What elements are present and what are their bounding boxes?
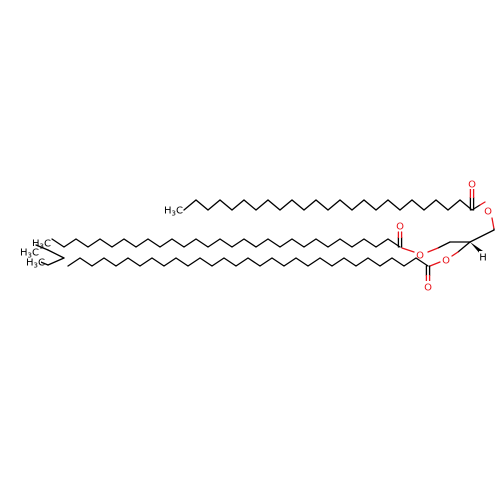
chain-2-bonds	[51, 238, 401, 248]
chain-2-carbonyl-oxygen-bg	[396, 220, 404, 231]
chain-3-ester-o-bond-a	[451, 251, 459, 257]
chain-1-carbonyl-oxygen-bg	[468, 178, 476, 189]
chain-3-ester-oxygen: O	[442, 256, 450, 267]
chain-3-ethyl-bond-b	[35, 244, 49, 251]
chain-3-carbonyl-oxygen: O	[424, 283, 432, 294]
chain-1-methyl-label: H3C	[164, 206, 183, 218]
chain-1-c-o-bond	[471, 204, 481, 211]
chain-1-bonds	[183, 199, 473, 211]
chain-3-methyl-label-a-bg	[25, 256, 41, 268]
chain-3-ester-oxygen-bg	[442, 254, 450, 265]
glycerol-c1-c2-bond	[469, 229, 495, 243]
chain-2-ester-oxygen-bg	[416, 249, 424, 260]
chain-1-ester-oxygen: O	[484, 207, 492, 218]
stereo-hydrogen-bg	[479, 251, 487, 262]
chain-3-methyl-label-b-bg	[19, 246, 35, 258]
chain-3-bonds	[67, 257, 429, 267]
chain-3-methyl-label-a: H3C	[26, 258, 45, 270]
chain-2-ester-oxygen: O	[416, 251, 424, 262]
chain-2-ester-o-bond-b	[401, 247, 415, 253]
chain-2-carbonyl-oxygen: O	[396, 222, 404, 233]
chain-1-ester-o-bond	[479, 201, 486, 206]
stereo-hydrogen: H	[479, 253, 487, 264]
chain-2-methyl-label: H3C	[32, 239, 51, 251]
chain-3-ethyl-bond-a	[47, 249, 65, 259]
chain-1-carbonyl-oxygen: O	[468, 180, 476, 191]
chain-1-o-ch2-bond-a	[491, 217, 495, 230]
chain-1-methyl-label-bg	[163, 204, 179, 216]
chain-3-c2-o-bond	[457, 241, 471, 253]
chain-3-methyl-label-b: H3C	[20, 248, 39, 260]
chain-2-ester-o-bond-a	[427, 247, 439, 253]
chain-2-ch2-bond	[437, 241, 451, 249]
chain-3-ester-o-bond-b	[429, 261, 441, 267]
chain-3-carbonyl-oxygen-bg	[424, 281, 432, 292]
chain-1-ester-oxygen-bg	[484, 205, 492, 216]
chain-3-branch-bond-a	[47, 257, 65, 266]
